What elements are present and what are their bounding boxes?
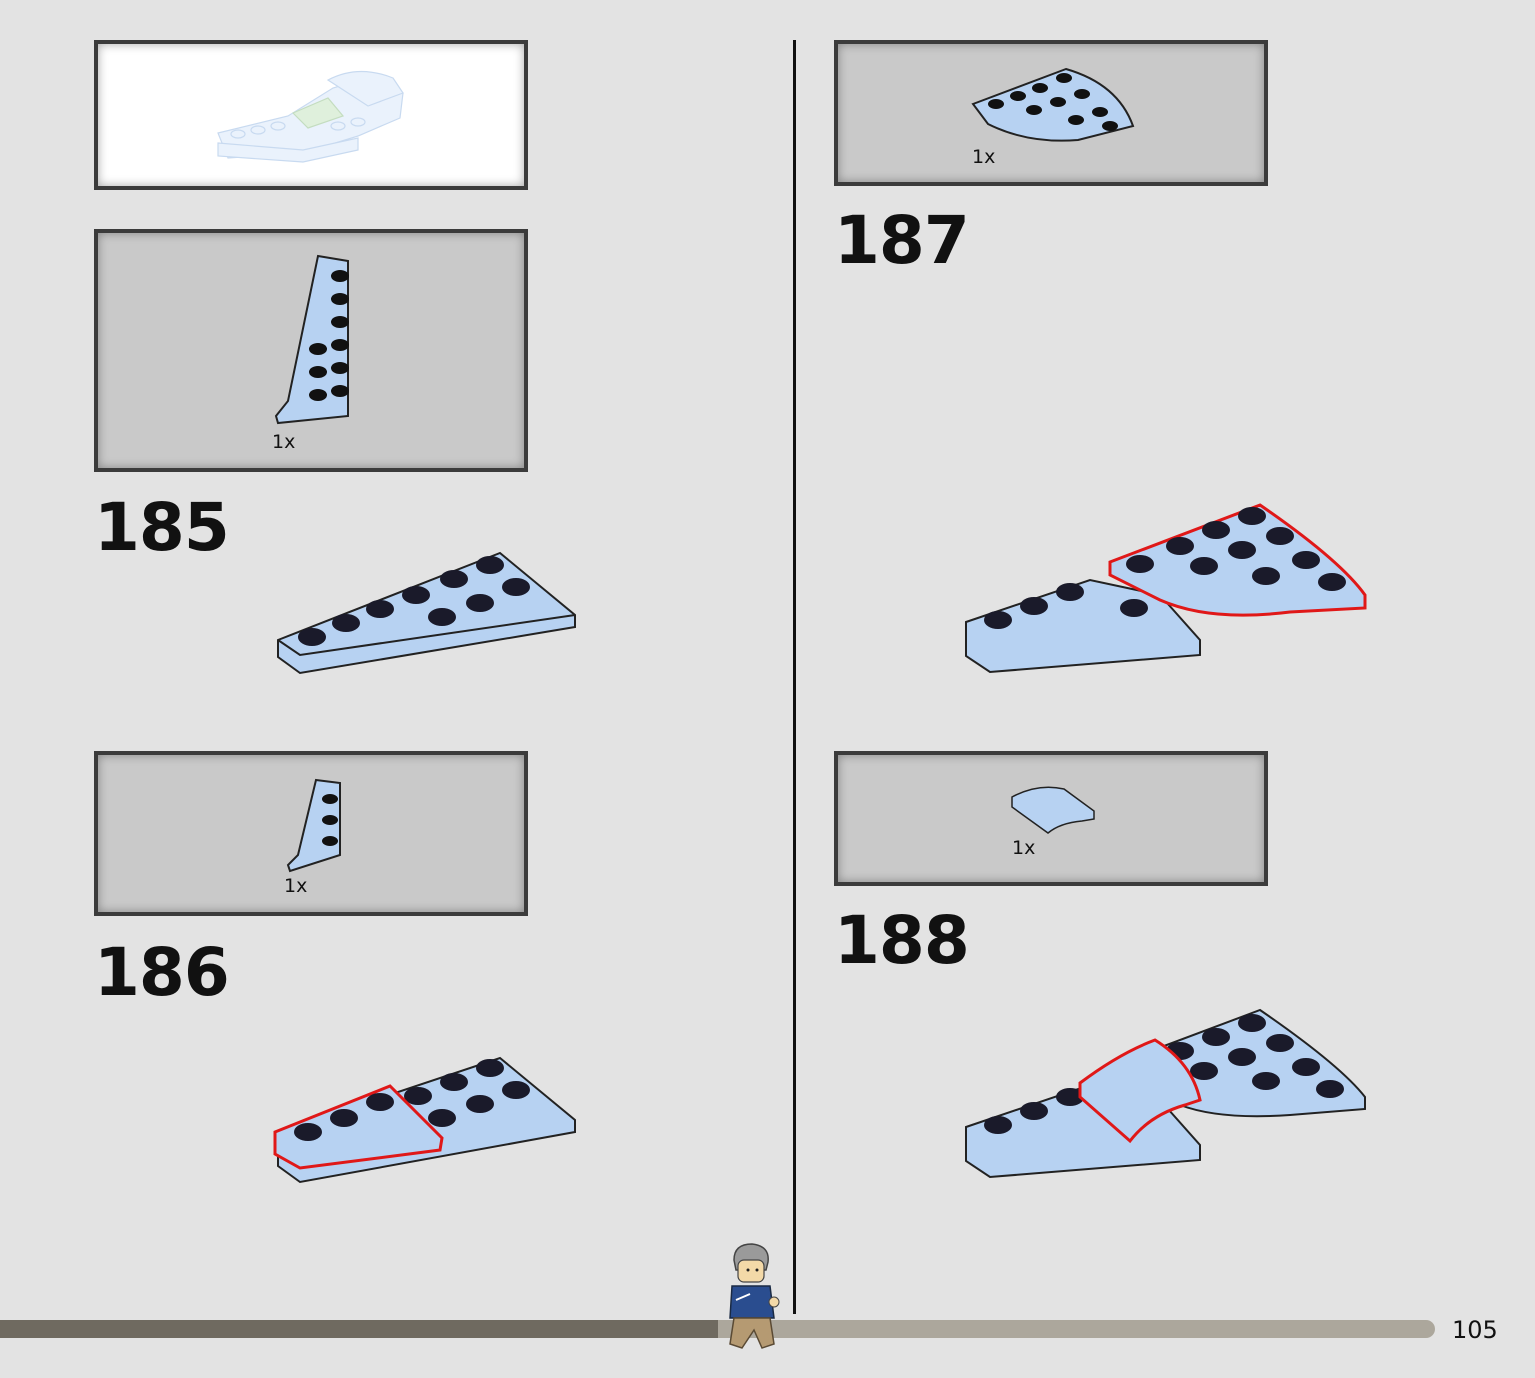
previous-model-ghost-image xyxy=(217,70,404,163)
step-number-188: 188 xyxy=(834,902,970,979)
step-number-185: 185 xyxy=(94,489,230,566)
step-188-assembly-image xyxy=(965,1008,1366,1179)
part-quantity: 1x xyxy=(1012,837,1036,859)
step-188-parts-callout: 1x xyxy=(834,751,1268,886)
part-quantity: 1x xyxy=(284,875,308,897)
step-186-parts-callout: 1x xyxy=(94,751,528,916)
step-186-assembly-image xyxy=(273,1056,576,1184)
part-quantity: 1x xyxy=(272,431,296,453)
step-number-186: 186 xyxy=(94,934,230,1011)
part-quantity: 1x xyxy=(972,146,996,168)
overview-callout xyxy=(94,40,528,190)
page-number: 105 xyxy=(1452,1316,1498,1344)
step-185-parts-callout: 1x xyxy=(94,229,528,472)
step-187-parts-callout: 1x xyxy=(834,40,1268,186)
minifigure-icon xyxy=(729,1243,780,1349)
small-wedge-plate-part-image xyxy=(286,778,341,873)
page-divider xyxy=(793,40,796,1314)
step-185-assembly-image xyxy=(277,551,576,675)
round-corner-plate-part-image xyxy=(971,67,1135,142)
progress-bar xyxy=(0,1320,1435,1338)
step-number-187: 187 xyxy=(834,202,970,279)
curved-slope-part-image xyxy=(1011,786,1095,834)
wedge-plate-part-image xyxy=(274,254,349,425)
step-187-assembly-image xyxy=(965,503,1367,674)
progress-bar-fill xyxy=(0,1320,718,1338)
